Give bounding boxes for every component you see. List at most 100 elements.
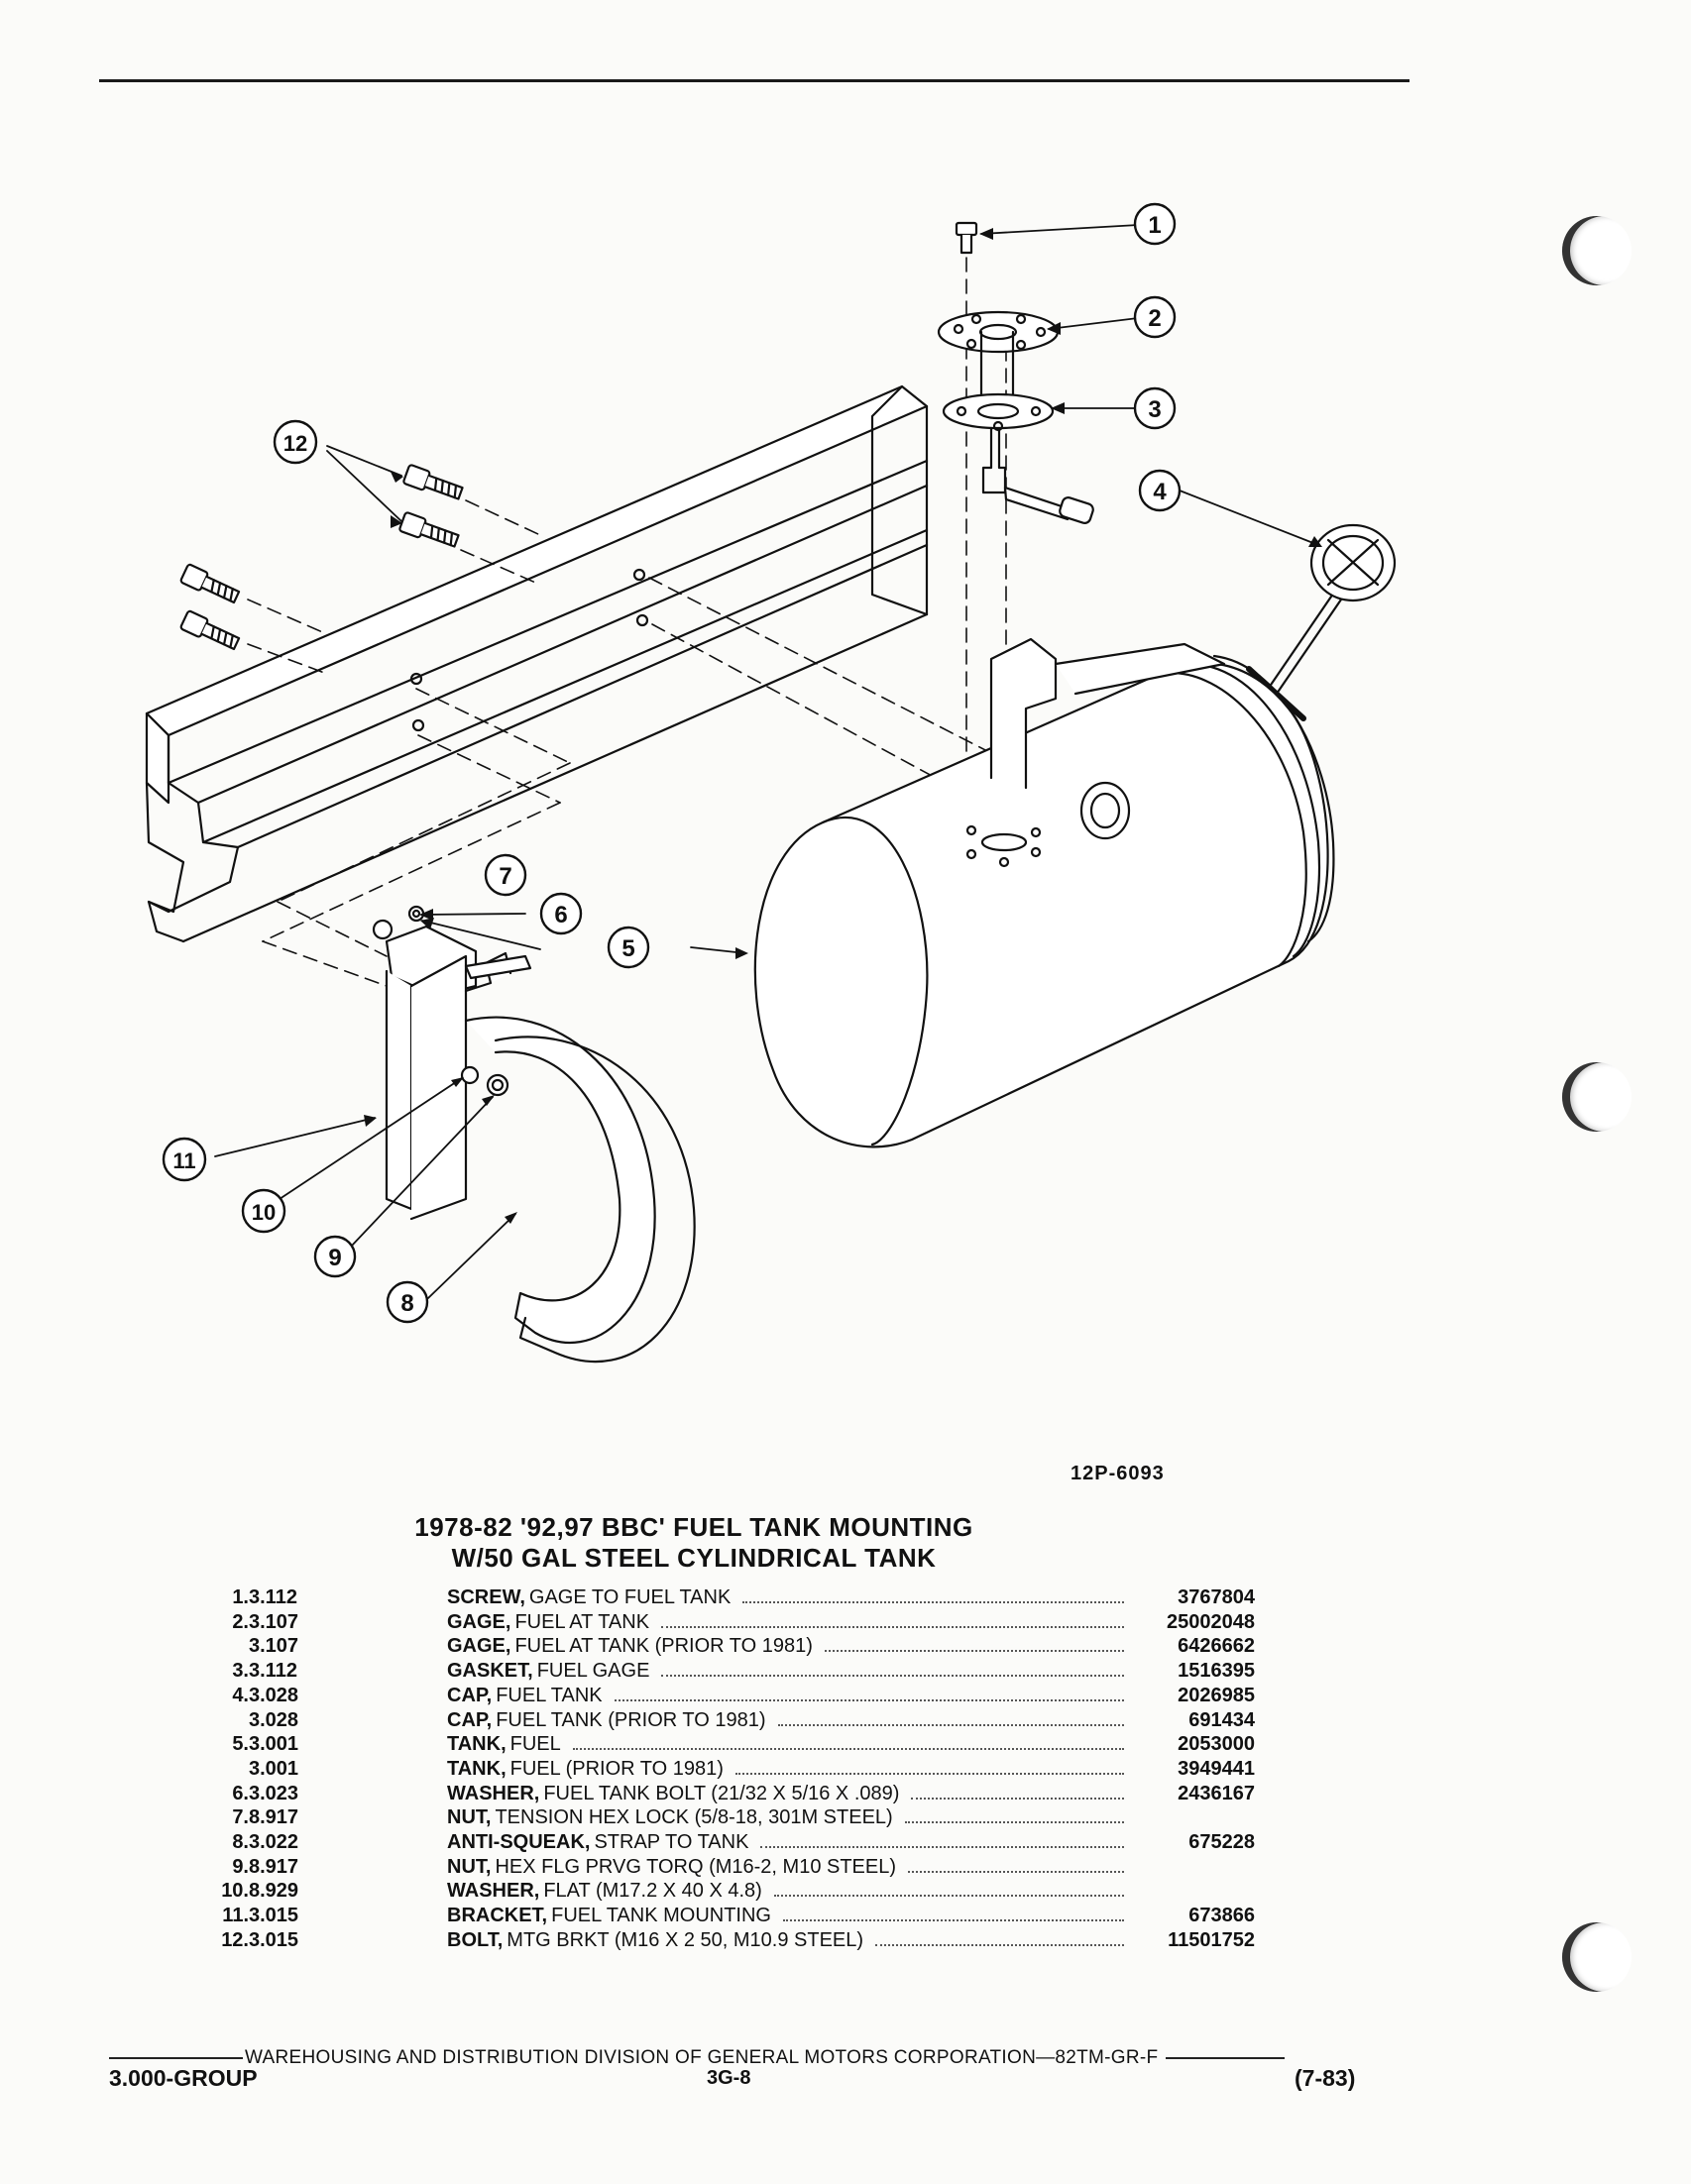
callout-markers: 1 2 3 4 5 6 7 8 9 10 11 12 xyxy=(162,202,1182,1324)
part-name: NUT, xyxy=(447,1806,492,1829)
item-number: 3. xyxy=(232,1660,249,1683)
callout-1: 1 xyxy=(1133,202,1177,246)
part-name: ANTI-SQUEAK, xyxy=(447,1831,591,1854)
group-number: 8.917 xyxy=(249,1806,299,1829)
part-detail: STRAP TO TANK xyxy=(594,1831,749,1854)
item-number: 9. xyxy=(232,1855,249,1878)
page-number: 3G-8 xyxy=(707,2067,751,2089)
item-number xyxy=(194,1757,249,1782)
svg-text:12: 12 xyxy=(283,431,307,456)
svg-text:1: 1 xyxy=(1148,212,1161,239)
item-number: 1. xyxy=(232,1586,249,1608)
part-detail: FUEL (PRIOR TO 1981) xyxy=(509,1757,724,1780)
part-description: WASHER,FUEL TANK BOLT (21/32 X 5/16 X .0… xyxy=(447,1782,1136,1806)
part-detail: TENSION HEX LOCK (5/8-18, 301M STEEL) xyxy=(495,1806,893,1829)
title-line-1: 1978-82 '92,97 BBC' FUEL TANK MOUNTING xyxy=(414,1512,973,1542)
part-description: ANTI-SQUEAK,STRAP TO TANK xyxy=(447,1830,1136,1855)
part-detail: FUEL TANK MOUNTING xyxy=(551,1905,771,1927)
part-number: 3949441 xyxy=(1178,1757,1255,1780)
group-number: 3.023 xyxy=(249,1782,299,1804)
dot-leader xyxy=(614,1698,1124,1701)
part-name: BOLT, xyxy=(447,1928,504,1951)
item-number: 4. xyxy=(232,1684,249,1706)
group-number: 8.929 xyxy=(249,1880,299,1903)
part-number: 6426662 xyxy=(1178,1635,1255,1658)
group-number: 3.028 xyxy=(249,1684,299,1706)
callout-7: 7 xyxy=(484,853,527,897)
fuel-gage xyxy=(937,310,1094,524)
item-number: 10. xyxy=(221,1880,249,1903)
part-number: 673866 xyxy=(1188,1905,1255,1927)
group-number: 3.001 xyxy=(249,1757,299,1780)
svg-text:7: 7 xyxy=(499,863,511,890)
part-number: 2053000 xyxy=(1178,1733,1255,1756)
part-name: BRACKET, xyxy=(447,1905,548,1927)
dot-leader xyxy=(661,1675,1124,1678)
part-description: TANK,FUEL xyxy=(447,1732,1136,1757)
part-name: GASKET, xyxy=(447,1660,533,1683)
part-detail: FUEL TANK xyxy=(496,1684,603,1706)
part-detail: FUEL TANK (PRIOR TO 1981) xyxy=(496,1708,766,1731)
group-number: 3.015 xyxy=(249,1905,299,1927)
dot-leader xyxy=(773,1895,1124,1898)
part-detail: FLAT (M17.2 X 40 X 4.8) xyxy=(543,1880,762,1903)
group-number: 3.112 xyxy=(249,1660,297,1683)
group-number: 3.015 xyxy=(249,1928,299,1951)
parts-row: 3.001 TANK,FUEL (PRIOR TO 1981) 3949441 xyxy=(194,1757,1255,1782)
item-number: 12. xyxy=(221,1928,249,1951)
part-name: SCREW, xyxy=(447,1586,525,1608)
group-number: 3.001 xyxy=(249,1733,299,1756)
binder-hole-middle xyxy=(1562,1062,1632,1132)
part-name: TANK, xyxy=(447,1733,507,1756)
callout-5: 5 xyxy=(607,926,650,969)
part-detail: HEX FLG PRVG TORQ (M16-2, M10 STEEL) xyxy=(495,1855,897,1878)
part-name: CAP, xyxy=(447,1708,493,1731)
part-number: 675228 xyxy=(1188,1831,1255,1854)
dot-leader xyxy=(734,1772,1124,1775)
part-description: TANK,FUEL (PRIOR TO 1981) xyxy=(447,1757,1136,1782)
part-description: SCREW,GAGE TO FUEL TANK xyxy=(447,1585,1136,1610)
parts-row: 4.3.028 CAP,FUEL TANK 2026985 xyxy=(194,1684,1255,1708)
page-title: 1978-82 '92,97 BBC' FUEL TANK MOUNTING W… xyxy=(297,1512,1090,1574)
part-number: 2026985 xyxy=(1178,1684,1255,1706)
item-number xyxy=(194,1708,249,1733)
header-rule xyxy=(99,79,1409,82)
part-detail: FUEL GAGE xyxy=(536,1660,650,1683)
parts-row: 5.3.001 TANK,FUEL 2053000 xyxy=(194,1732,1255,1757)
part-name: GAGE, xyxy=(447,1635,511,1658)
dot-leader xyxy=(911,1797,1124,1800)
dot-leader xyxy=(783,1919,1124,1922)
svg-text:6: 6 xyxy=(554,902,567,928)
part-detail: MTG BRKT (M16 X 2 50, M10.9 STEEL) xyxy=(507,1928,864,1951)
part-description: GAGE,FUEL AT TANK xyxy=(447,1610,1136,1635)
dot-leader xyxy=(760,1846,1124,1849)
callout-9: 9 xyxy=(313,1235,357,1278)
part-detail: FUEL AT TANK (PRIOR TO 1981) xyxy=(514,1635,813,1658)
svg-text:2: 2 xyxy=(1148,305,1161,332)
revision-date: (7-83) xyxy=(1295,2065,1356,2091)
part-number xyxy=(1136,1855,1255,1880)
part-name: WASHER, xyxy=(447,1782,540,1804)
item-number: 5. xyxy=(232,1733,249,1756)
part-number: 2436167 xyxy=(1178,1782,1255,1804)
group-number: 3.107 xyxy=(249,1610,299,1633)
footer-division-line: WAREHOUSING AND DISTRIBUTION DIVISION OF… xyxy=(109,2047,1378,2069)
dot-leader xyxy=(661,1625,1124,1628)
svg-text:3: 3 xyxy=(1148,396,1161,423)
footer-group: 3.000-GROUP xyxy=(109,2065,258,2091)
callout-10: 10 xyxy=(241,1188,286,1234)
part-description: CAP,FUEL TANK (PRIOR TO 1981) xyxy=(447,1708,1136,1733)
parts-row: 12.3.015 BOLT,MTG BRKT (M16 X 2 50, M10.9… xyxy=(194,1928,1255,1953)
title-line-2: W/50 GAL STEEL CYLINDRICAL TANK xyxy=(451,1543,937,1573)
part-name: CAP, xyxy=(447,1684,493,1706)
part-name: GAGE, xyxy=(447,1610,511,1633)
footer-rule-right xyxy=(1166,2057,1286,2059)
